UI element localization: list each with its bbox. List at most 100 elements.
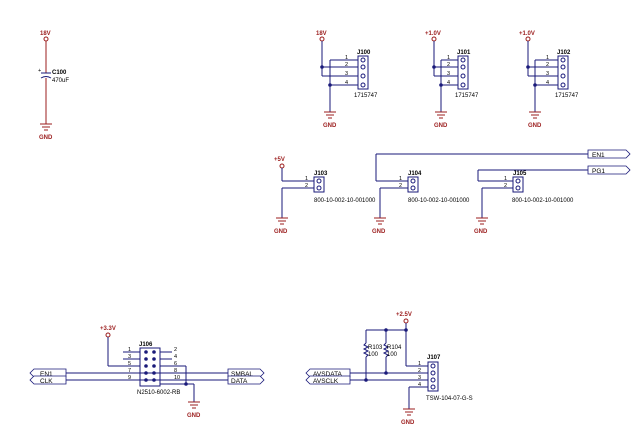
svg-text:4: 4 [418, 382, 421, 388]
svg-text:2: 2 [174, 347, 177, 353]
svg-text:GND: GND [187, 413, 201, 419]
j102-body [557, 55, 569, 90]
svg-text:3: 3 [345, 71, 348, 77]
svg-text:2: 2 [345, 62, 348, 68]
gnd-symbol-j106 [188, 401, 200, 409]
r104-value: 100 [387, 352, 398, 358]
net-label-en1: EN1 [592, 152, 605, 159]
svg-text:+: + [38, 68, 41, 74]
svg-text:8: 8 [174, 368, 177, 374]
j105-group: J105 1 2 800-10-002-10-001000 GND [474, 169, 588, 235]
svg-text:GND: GND [434, 123, 448, 129]
power-label-j107: +2.5V [396, 312, 412, 318]
svg-text:GND: GND [474, 229, 488, 235]
j104-ref: J104 [408, 171, 422, 177]
svg-text:1: 1 [546, 55, 549, 61]
net-label-en1-j106: EN1 [40, 371, 53, 378]
svg-text:GND: GND [372, 229, 386, 235]
j106-ref: J106 [139, 342, 153, 348]
gnd-symbol-j107 [403, 408, 415, 416]
svg-text:1: 1 [399, 176, 402, 182]
j103-body [313, 176, 325, 193]
svg-text:6: 6 [174, 361, 177, 367]
net-label-avsdata: AVSDATA [313, 371, 343, 378]
svg-text:2: 2 [418, 368, 421, 374]
gnd-symbol-j104 [374, 217, 386, 225]
j104-group: J104 1 2 800-10-002-10-001000 GND [372, 153, 588, 235]
svg-text:3: 3 [447, 71, 450, 77]
j102-part: 1715747 [555, 93, 579, 99]
j107-group: +2.5V R103 100 R104 100 J107 1 2 3 [350, 312, 473, 426]
c100-value: 470uF [52, 78, 69, 84]
j100-body [357, 55, 369, 90]
net-flag-avsclk: AVSCLK [305, 375, 351, 385]
svg-text:2: 2 [447, 62, 450, 68]
gnd-symbol-c100 [40, 123, 52, 131]
net-flag-en1: EN1 [587, 149, 631, 159]
j106-body [139, 347, 161, 387]
svg-text:7: 7 [128, 368, 131, 374]
svg-text:1: 1 [128, 347, 131, 353]
gnd-symbol-j102 [529, 111, 541, 119]
j105-ref: J105 [513, 171, 527, 177]
net-flag-data: DATA [227, 375, 265, 385]
r104-resistor [382, 342, 390, 358]
svg-text:5: 5 [128, 361, 131, 367]
j102-ref: J102 [557, 50, 571, 56]
power-label-j101: +1.0V [425, 31, 441, 37]
svg-text:4: 4 [345, 80, 348, 86]
svg-text:3: 3 [418, 375, 421, 381]
power-label-j102: +1.0V [519, 31, 535, 37]
r103-value: 100 [368, 352, 379, 358]
svg-text:1: 1 [418, 361, 421, 367]
gnd-symbol-j101 [435, 111, 447, 119]
svg-text:1: 1 [345, 55, 348, 61]
net-label-pg1: PG1 [592, 168, 605, 175]
gnd-symbol-j100 [324, 111, 336, 119]
j100-group: 18V J100 1 2 3 4 1715747 GND [316, 31, 378, 129]
svg-text:2: 2 [305, 183, 308, 189]
svg-text:2: 2 [546, 62, 549, 68]
svg-text:1: 1 [305, 176, 308, 182]
j107-ref: J107 [427, 355, 441, 361]
net-flag-pg1: PG1 [587, 165, 631, 175]
r103-ref: R103 [368, 345, 383, 351]
j105-part: 800-10-002-10-001000 [512, 198, 574, 204]
power-symbol-18v [43, 36, 49, 42]
c100-ref: C100 [52, 70, 67, 76]
j101-ref: J101 [457, 50, 471, 56]
svg-text:GND: GND [401, 420, 415, 426]
j101-part: 1715747 [455, 93, 479, 99]
power-label-j100: 18V [316, 31, 327, 37]
r104-ref: R104 [387, 345, 402, 351]
j105-body [512, 176, 524, 193]
j107-part: TSW-104-07-G-S [426, 396, 473, 402]
svg-text:4: 4 [546, 80, 549, 86]
c100-group: 18V + C100 470uF GND [38, 31, 69, 141]
net-label-avsclk: AVSCLK [313, 378, 339, 385]
gnd-symbol-j103 [276, 217, 288, 225]
j102-group: +1.0V J102 1 2 3 4 1715747 GND [519, 31, 579, 129]
svg-text:3: 3 [546, 71, 549, 77]
power-label-j106: +3.3V [100, 326, 116, 332]
j106-group: +3.3V J106 1 3 5 7 9 2 4 6 8 10 N2510-60… [66, 326, 228, 419]
j104-part: 800-10-002-10-001000 [408, 198, 470, 204]
svg-text:2: 2 [504, 183, 507, 189]
net-label-smbal: SMBAL [231, 371, 253, 378]
j106-part: N2510-6002-RB [137, 390, 180, 396]
svg-text:9: 9 [128, 375, 131, 381]
svg-text:10: 10 [174, 375, 180, 381]
svg-text:3: 3 [128, 354, 131, 360]
gnd-label-c100: GND [39, 135, 53, 141]
power-label-18v: 18V [40, 31, 51, 37]
svg-text:GND: GND [323, 123, 337, 129]
j104-body [407, 176, 419, 193]
gnd-symbol-j105 [476, 217, 488, 225]
r103-resistor [362, 342, 370, 358]
svg-text:GND: GND [528, 123, 542, 129]
svg-text:1: 1 [447, 55, 450, 61]
svg-text:GND: GND [274, 229, 288, 235]
net-label-clk: CLK [40, 378, 53, 385]
j101-group: +1.0V J101 1 2 3 4 1715747 GND [425, 31, 479, 129]
